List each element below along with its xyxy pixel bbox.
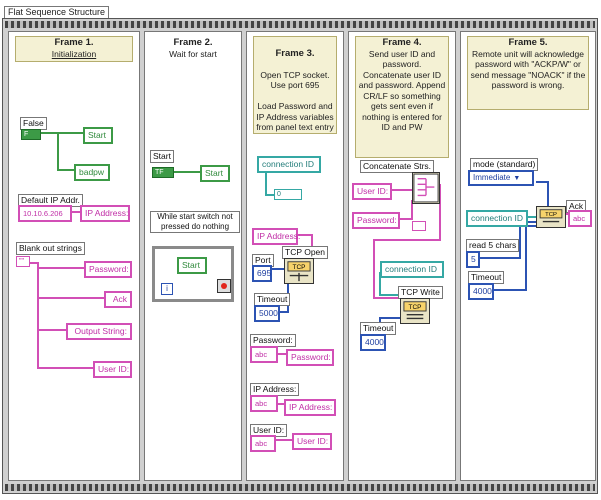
frame-4-title: Frame 4. xyxy=(382,37,422,48)
password-control[interactable]: abc xyxy=(250,346,278,363)
concatenate-strings-label: Concatenate Strs. xyxy=(360,160,435,173)
frame-2-header: Frame 2. Wait for start xyxy=(151,36,235,62)
timeout-constant-f3[interactable]: 5000 xyxy=(254,305,280,322)
loop-iteration-terminal: i xyxy=(161,283,173,295)
mode-enum[interactable]: Immediate▼ xyxy=(468,170,534,186)
frame-5: Frame 5. Remote unit will acknowledge pa… xyxy=(460,31,596,481)
user-id-control[interactable]: abc xyxy=(250,435,276,452)
password-local-f4[interactable]: Password: xyxy=(352,212,400,229)
empty-string-constant[interactable]: "" xyxy=(16,256,30,267)
frame-2-desc: Wait for start xyxy=(169,48,217,59)
svg-text:TCP: TCP xyxy=(293,264,306,271)
ip-address-local-f3b[interactable]: IP Address: xyxy=(284,399,336,416)
loop-stop-terminal[interactable] xyxy=(217,279,231,293)
user-id-local-f4[interactable]: User ID: xyxy=(352,183,392,200)
ip-address-local-f1[interactable]: IP Address: xyxy=(80,205,130,222)
user-id-label-f3: User ID: xyxy=(250,424,288,437)
concatenate-strings-node[interactable] xyxy=(412,172,440,204)
frame-1-title: Frame 1. xyxy=(54,37,94,48)
connection-id-local-f3[interactable]: connection ID xyxy=(257,156,321,173)
port-constant[interactable]: 695 xyxy=(252,265,272,282)
crlf-constant[interactable] xyxy=(412,221,426,231)
svg-text:TCP: TCP xyxy=(545,212,557,218)
frame-5-title: Frame 5. xyxy=(508,37,548,48)
loop-start-local[interactable]: Start xyxy=(177,257,207,274)
frame-3-title: Frame 3. xyxy=(275,47,315,59)
dropdown-arrow-icon: ▼ xyxy=(513,175,521,182)
start-local-variable[interactable]: Start xyxy=(83,127,113,144)
while-loop: Start i xyxy=(152,246,234,302)
frame-3-desc: Open TCP socket. Use port 695 Load Passw… xyxy=(256,69,334,133)
password-local-f3[interactable]: Password: xyxy=(286,349,334,366)
frame-3-header: Frame 3. Open TCP socket. Use port 695 L… xyxy=(253,36,337,134)
loop-comment: While start switch not pressed do nothin… xyxy=(150,211,240,233)
blank-strings-label: Blank out strings xyxy=(16,242,85,255)
connection-id-local-f5[interactable]: connection ID xyxy=(466,210,528,227)
frame-5-desc: Remote unit will acknowledge password wi… xyxy=(470,48,586,91)
film-strip-bottom xyxy=(5,484,595,491)
user-id-local-f1[interactable]: User ID: xyxy=(93,361,132,378)
frame-4: Frame 4. Send user ID and password. Conc… xyxy=(348,31,456,481)
mode-value: Immediate xyxy=(473,173,511,182)
frame-1: Frame 1. Initialization xyxy=(8,31,140,481)
user-id-local-f3[interactable]: User ID: xyxy=(292,433,332,450)
read-chars-label: read 5 chars xyxy=(466,239,520,252)
timeout-constant-f4[interactable]: 4000 xyxy=(360,334,386,351)
tcp-read-vi[interactable]: TCP xyxy=(536,206,566,228)
ip-address-control[interactable]: abc xyxy=(250,395,278,412)
start-terminal[interactable]: TF xyxy=(152,167,174,178)
tcp-write-vi[interactable]: TCP xyxy=(400,298,430,324)
ip-address-local-f3[interactable]: IP Address: xyxy=(252,228,300,245)
tcp-open-label: TCP Open xyxy=(282,246,329,259)
frame-4-desc: Send user ID and password. Concatenate u… xyxy=(358,48,446,133)
false-constant[interactable]: F xyxy=(21,129,41,140)
false-label: False xyxy=(20,117,47,130)
frame-5-header: Frame 5. Remote unit will acknowledge pa… xyxy=(467,36,589,110)
timeout-constant-f5[interactable]: 4000 xyxy=(468,283,494,300)
badpw-local-variable[interactable]: badpw xyxy=(74,164,110,181)
frame-1-desc: Initialization xyxy=(51,48,97,59)
frame-4-header: Frame 4. Send user ID and password. Conc… xyxy=(355,36,449,158)
connection-id-tag: 0 xyxy=(274,189,302,200)
frame-2-title: Frame 2. xyxy=(173,37,213,48)
connection-id-local-f4[interactable]: connection ID xyxy=(380,261,444,278)
read-chars-constant[interactable]: 5 xyxy=(466,251,480,268)
start-label: Start xyxy=(150,150,174,163)
ack-local[interactable]: Ack xyxy=(104,291,132,308)
password-local-f1[interactable]: Password: xyxy=(84,261,132,278)
ack-indicator: abc xyxy=(568,210,592,227)
frame-1-header: Frame 1. Initialization xyxy=(15,36,133,62)
svg-text:TCP: TCP xyxy=(409,304,422,311)
default-ip-constant[interactable]: 10.10.6.206 xyxy=(18,205,72,222)
output-string-local[interactable]: Output String: xyxy=(66,323,132,340)
tcp-open-vi[interactable]: TCP xyxy=(284,258,314,284)
film-strip-top xyxy=(5,21,595,28)
start-local-f2[interactable]: Start xyxy=(200,165,230,182)
